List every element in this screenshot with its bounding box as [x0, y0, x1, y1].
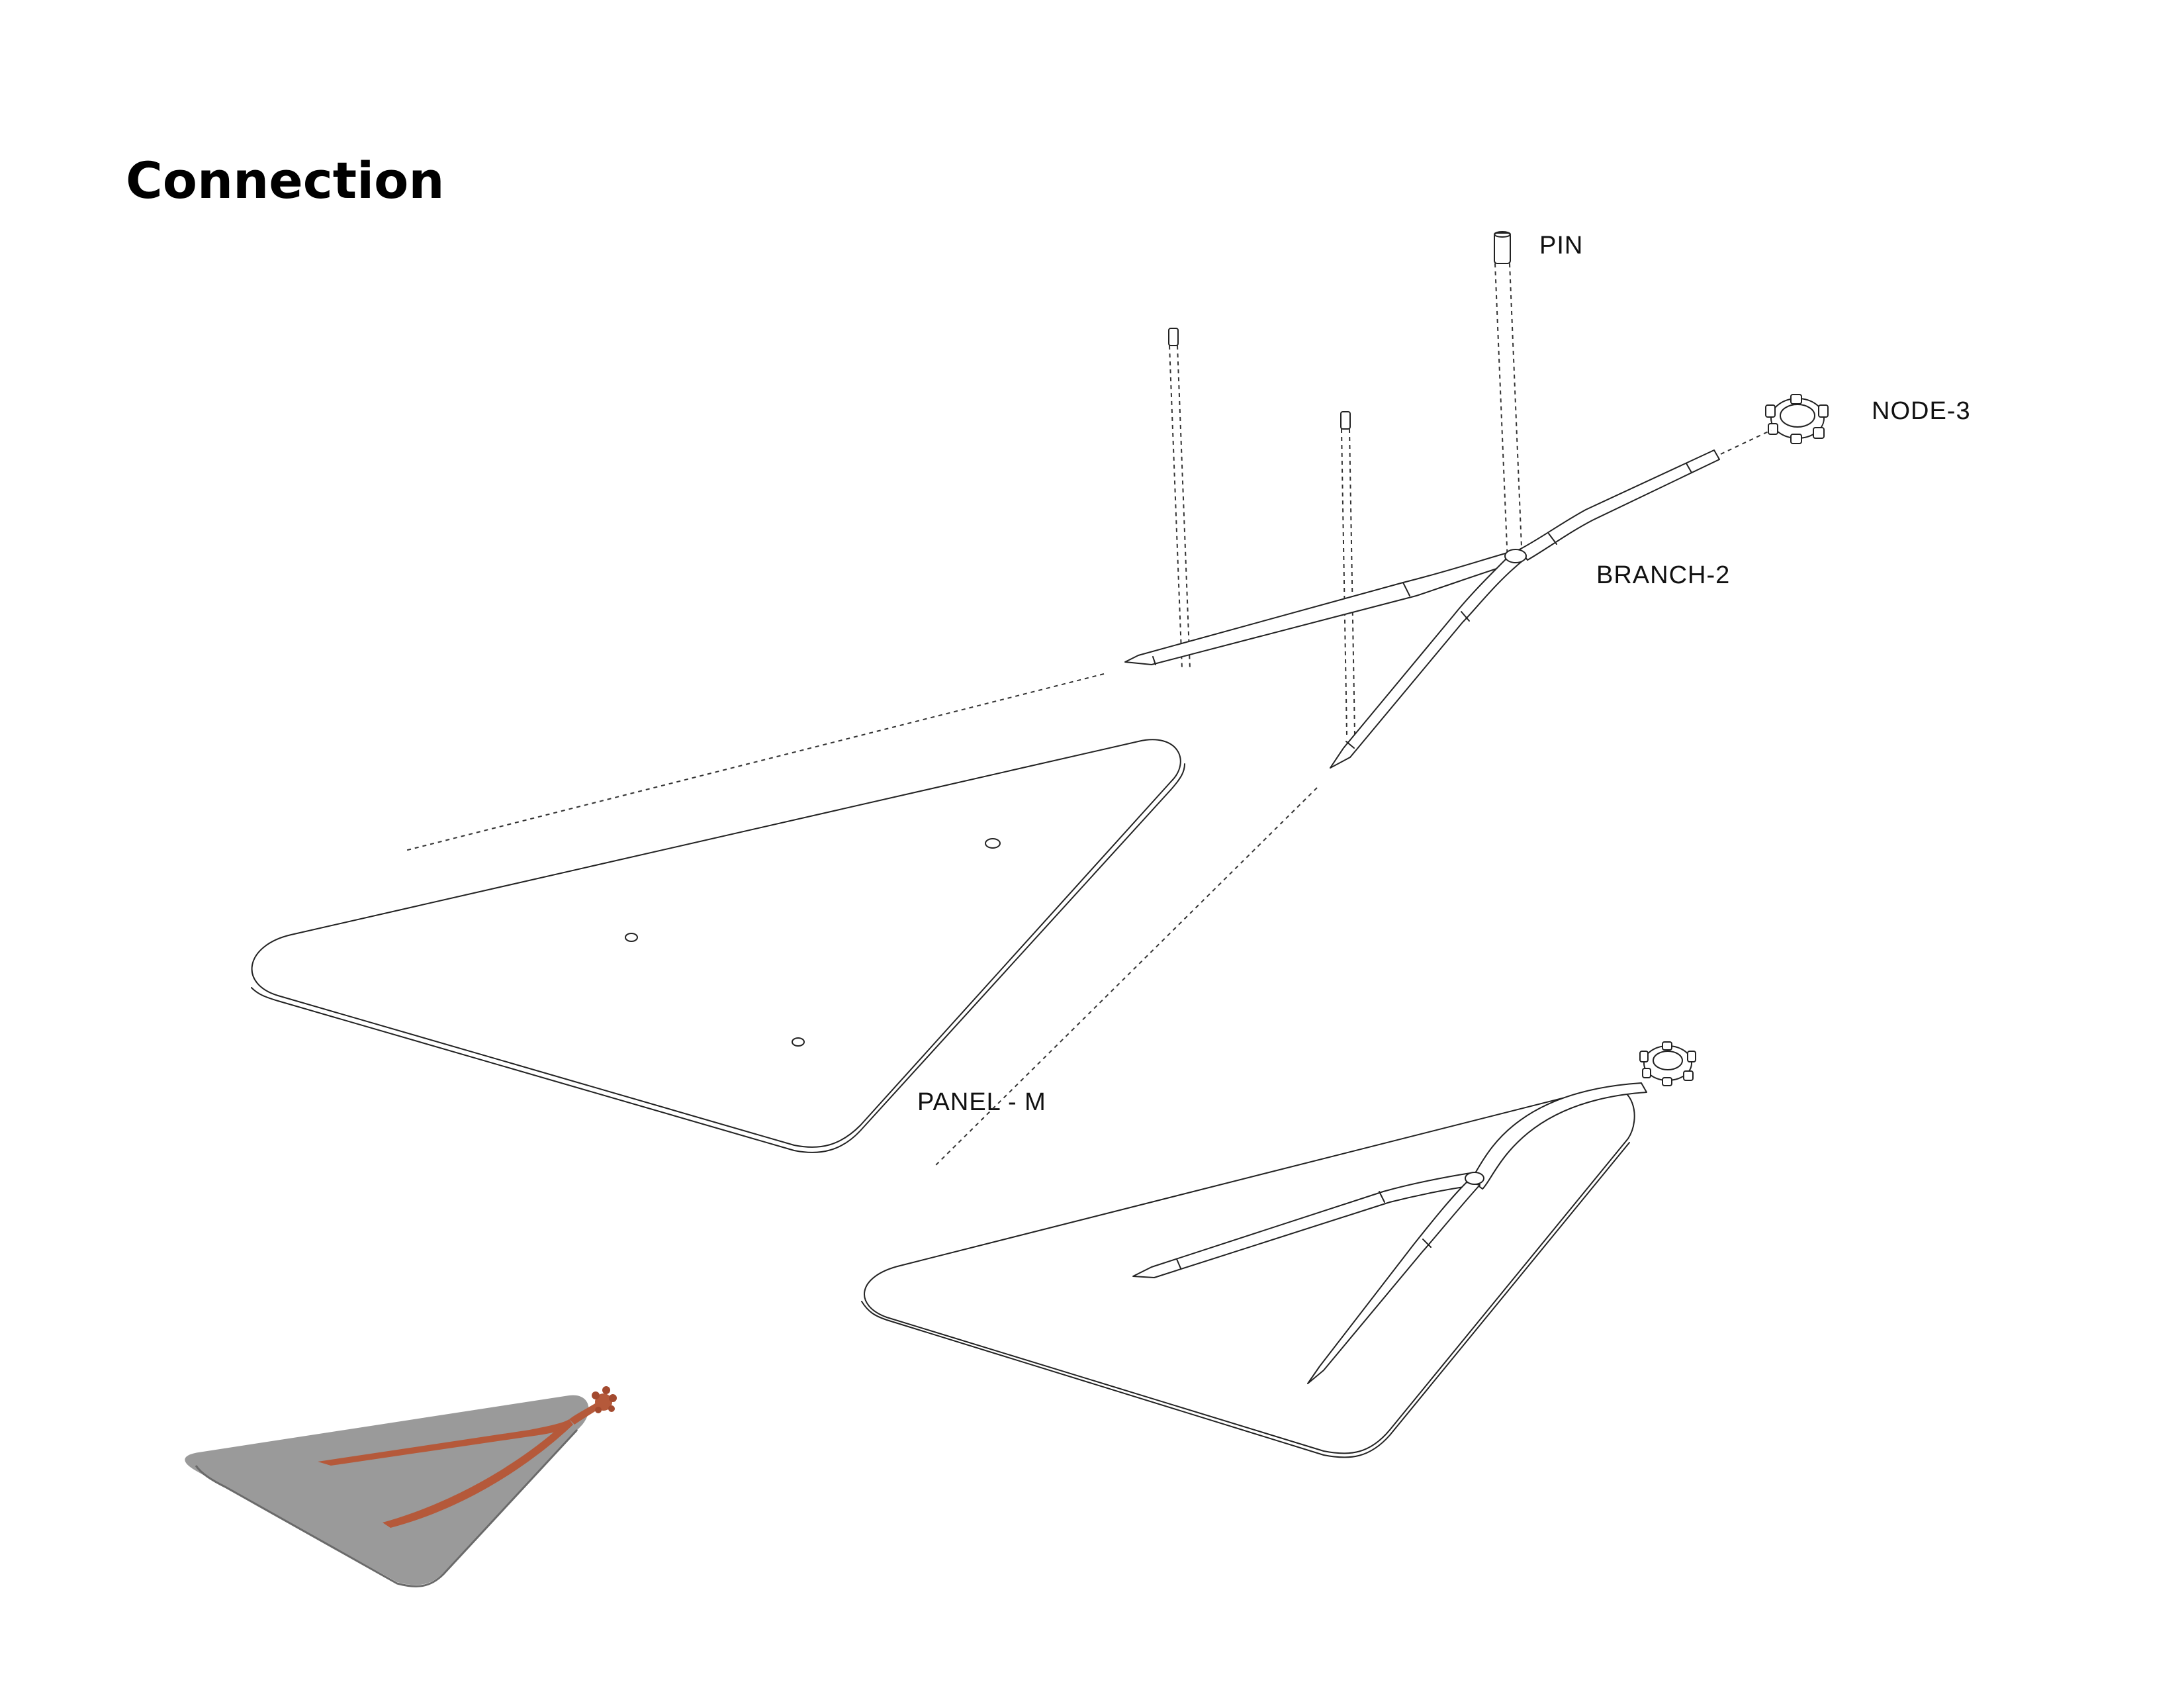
label-pin: PIN: [1539, 232, 1584, 259]
panel-m: [251, 739, 1185, 1153]
render-thumbnail: [185, 1386, 617, 1587]
assembled-node: [1639, 1041, 1696, 1086]
page-title: Connection: [126, 151, 445, 210]
guide-line-right: [934, 787, 1318, 1167]
label-branch-2: BRANCH-2: [1596, 561, 1731, 589]
branch-2: [1124, 449, 1720, 769]
assembled-panel: [861, 1086, 1635, 1458]
pin-1: [1168, 328, 1191, 669]
pin-3: [1494, 231, 1523, 563]
label-node-3: NODE-3: [1872, 397, 1971, 425]
label-panel-m: PANEL - M: [917, 1088, 1046, 1116]
node-3: [1720, 394, 1829, 455]
pin-2: [1340, 411, 1355, 735]
guide-line-left: [404, 673, 1105, 851]
assembled-branch: [1132, 1082, 1647, 1384]
